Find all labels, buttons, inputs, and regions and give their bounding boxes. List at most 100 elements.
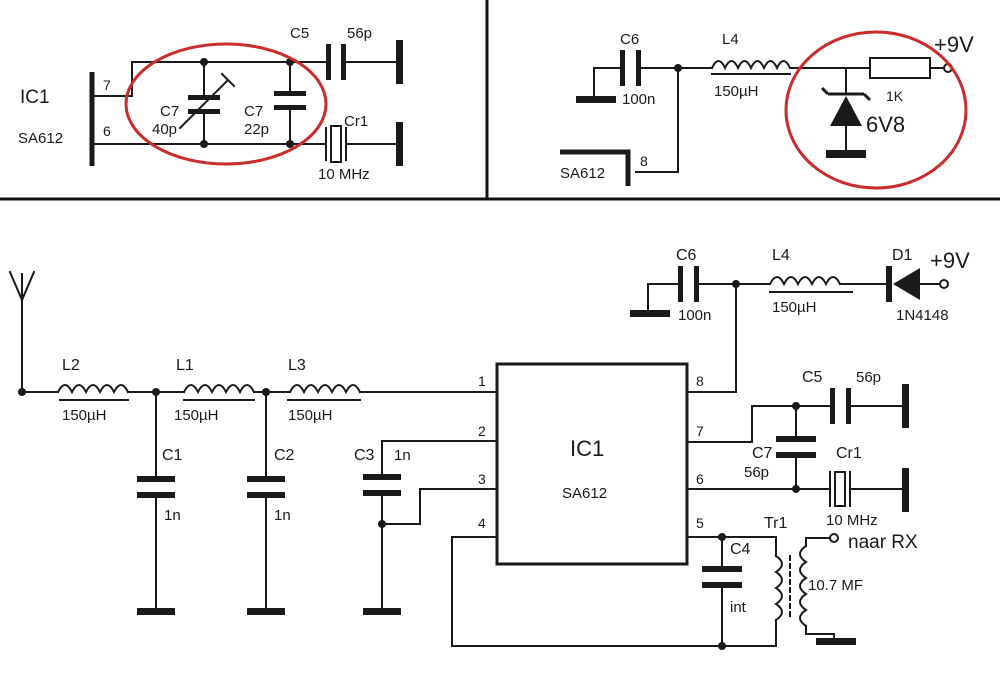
- supply-terminal: [939, 279, 949, 289]
- tr1-ground-wire: [805, 625, 835, 641]
- zener-diode: [820, 67, 872, 158]
- ic-body-corner: [560, 149, 631, 186]
- antenna-symbol: [8, 270, 36, 393]
- d1-diode: [886, 266, 941, 302]
- c1-plate: [137, 492, 175, 498]
- l1-value-label: 150µH: [174, 407, 219, 424]
- pin-8-label: 8: [640, 153, 648, 169]
- d1-ref-label: D1: [892, 247, 913, 264]
- pin-5-label: 5: [696, 515, 704, 531]
- c3-plate: [363, 474, 401, 480]
- c1-plate: [137, 476, 175, 482]
- ic1-ref-label: IC1: [20, 87, 50, 108]
- highlight-ellipse: [784, 30, 968, 190]
- cr1-value-label: 10 MHz: [826, 512, 878, 529]
- ground-symbol: [630, 310, 670, 317]
- c7-fixed-value-label: 22p: [244, 121, 269, 138]
- ground-symbol: [902, 468, 909, 512]
- pin-1-label: 1: [478, 373, 486, 389]
- c6-plate: [636, 50, 641, 86]
- c5-value-label: 56p: [347, 25, 372, 42]
- tr1-ref-label: Tr1: [764, 515, 788, 532]
- l2-ref-label: L2: [62, 357, 80, 374]
- c5-value-label: 56p: [856, 369, 881, 386]
- l4-ref-label: L4: [772, 247, 790, 264]
- c6-plate: [678, 266, 683, 302]
- l4-inductor: [768, 276, 842, 287]
- pin-7-wire: [91, 61, 327, 97]
- c3-plate: [363, 490, 401, 496]
- supply-label: +9V: [930, 248, 970, 273]
- l4-ref-label: L4: [722, 31, 739, 48]
- pin-6-label: 6: [696, 471, 704, 487]
- pin-2-label: 2: [478, 423, 486, 439]
- junction-dot: [718, 642, 726, 650]
- pin-7-label: 7: [696, 423, 704, 439]
- output-label: naar RX: [848, 532, 918, 553]
- c4-ref-label: C4: [730, 541, 751, 558]
- cr1-ref-label: Cr1: [836, 445, 862, 462]
- resistor-1k: [869, 57, 931, 79]
- tr1-output-wire: [805, 537, 831, 547]
- pin-5-wire: [686, 536, 777, 557]
- l4-value-label: 150µH: [772, 299, 817, 316]
- junction-dot: [378, 520, 386, 528]
- d1-value-label: 1N4148: [896, 307, 949, 324]
- ic1-type-label: SA612: [562, 485, 607, 502]
- c6-ref-label: C6: [676, 247, 697, 264]
- c2-plate: [247, 476, 285, 482]
- c6-value-label: 100n: [622, 91, 655, 108]
- highlight-ellipse: [124, 42, 328, 166]
- c1-ref-label: C1: [162, 447, 183, 464]
- pin-8-label: 8: [696, 373, 704, 389]
- c6-ground-wire: [593, 67, 621, 99]
- c5-ref-label: C5: [290, 25, 309, 42]
- tr1-value-label: 10.7 MF: [808, 577, 863, 594]
- c1-value-label: 1n: [164, 507, 181, 524]
- c7-variable-capacitor: [178, 72, 236, 130]
- main-schematic: L2 150µH L1 150µH L3 150µH C1 1n C2 1n: [8, 247, 970, 650]
- c3-value-label: 1n: [394, 447, 411, 464]
- pin-3-wire: [381, 488, 498, 525]
- pin-7-label: 7: [103, 77, 111, 93]
- c5-plate: [846, 388, 851, 424]
- ground-symbol: [576, 96, 616, 103]
- c5-ref-label: C5: [802, 369, 823, 386]
- c7-fixed-ref-label: C7: [244, 103, 263, 120]
- c7-var-value-label: 40p: [152, 121, 177, 138]
- ground-symbol: [137, 608, 175, 615]
- c7-plate: [776, 452, 816, 458]
- junction-dot: [18, 388, 26, 396]
- c4-plate: [702, 582, 742, 588]
- cr1-ref-label: Cr1: [344, 113, 368, 130]
- c6-ground-wire: [647, 283, 679, 313]
- c7-fixed-capacitor: [274, 91, 306, 110]
- junction-dot: [286, 140, 294, 148]
- pin-8-wire: [686, 283, 737, 393]
- c7-ref-label: C7: [752, 445, 773, 462]
- ground-symbol: [247, 608, 285, 615]
- c5-plate: [830, 388, 835, 424]
- l3-inductor: [288, 384, 362, 395]
- junction-dot: [792, 485, 800, 493]
- tr1-transformer: [774, 544, 808, 628]
- resistor-value-label: 1K: [886, 88, 904, 104]
- c6-plate: [620, 50, 625, 86]
- panel-frames: [0, 0, 1000, 201]
- c4-value-label: int: [730, 599, 747, 616]
- l4-inductor: [710, 60, 792, 71]
- l4-value-label: 150µH: [714, 83, 759, 100]
- sa612-label: SA612: [560, 165, 605, 182]
- top-right-panel: C6 100n L4 150µH +9V 1K 6V8 SA612 8: [560, 30, 974, 190]
- ground-symbol: [902, 384, 909, 428]
- c7-value-label: 56p: [744, 464, 769, 481]
- c7-plate: [776, 436, 816, 442]
- top-left-panel: IC1 SA612 7 6 C7 40p C7 22p: [18, 25, 403, 183]
- c2-ref-label: C2: [274, 447, 295, 464]
- l1-inductor: [182, 384, 256, 395]
- output-terminal: [829, 533, 839, 543]
- pin-2-wire: [381, 440, 498, 475]
- c3-ref-label: C3: [354, 447, 375, 464]
- ground-symbol: [363, 608, 401, 615]
